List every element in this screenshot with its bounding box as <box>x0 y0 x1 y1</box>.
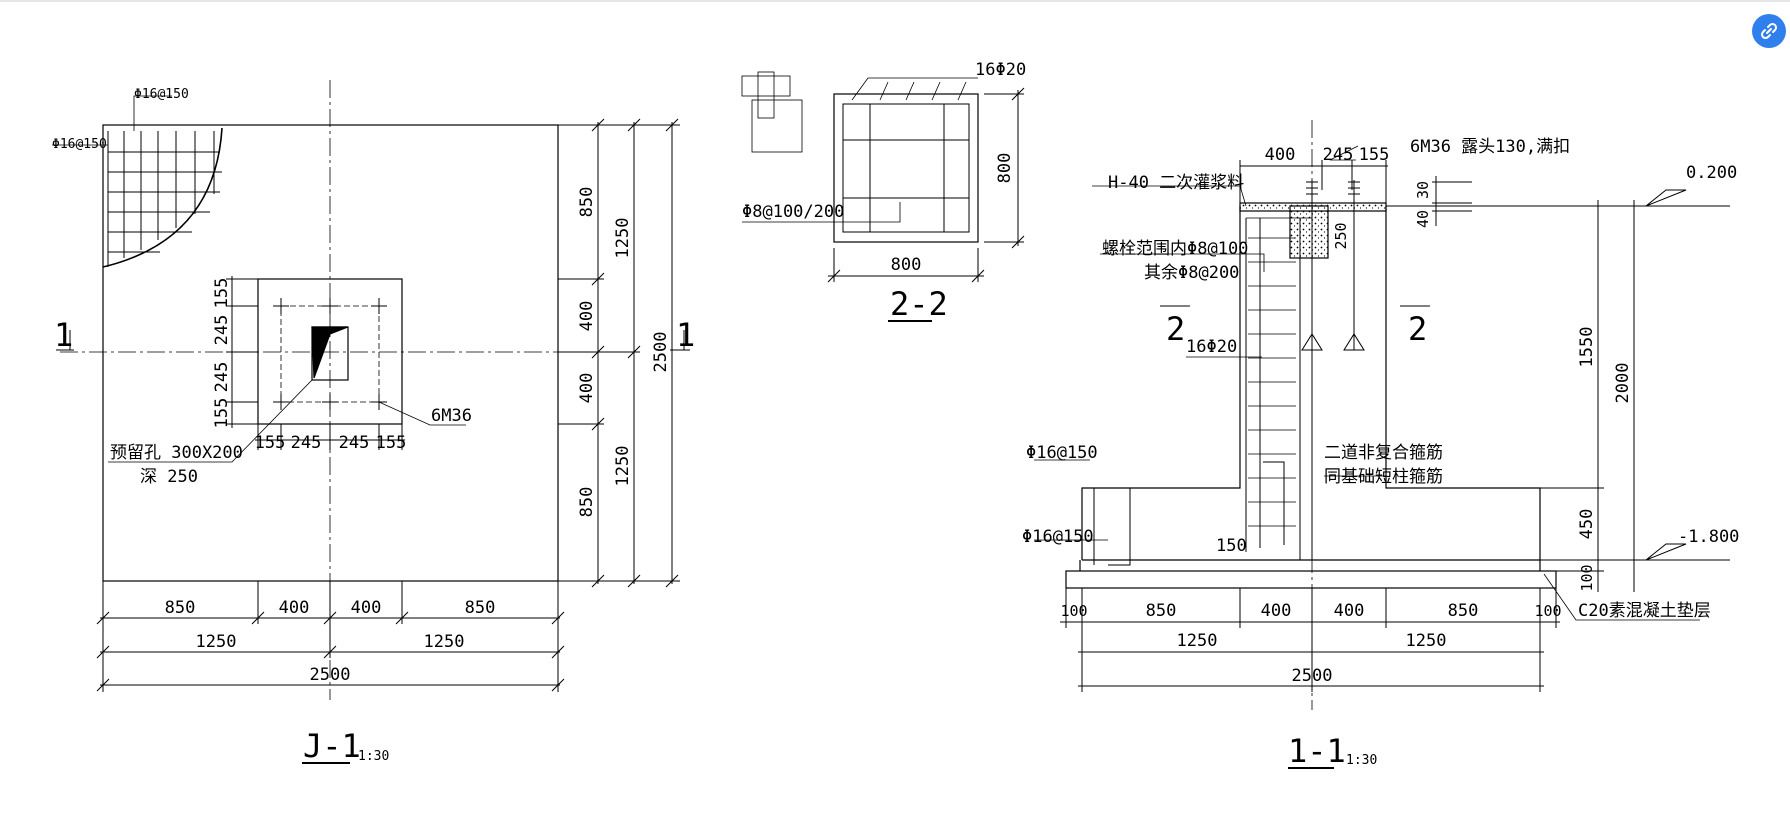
svg-text:850: 850 <box>577 187 597 218</box>
s11-base-rebar-bottom: Φ16@150 <box>1022 527 1094 547</box>
svg-text:850: 850 <box>1146 601 1177 621</box>
svg-text:245: 245 <box>1323 145 1354 165</box>
svg-text:100: 100 <box>1578 564 1596 591</box>
s22-stirrups: Φ8@100/200 <box>742 202 844 222</box>
svg-text:850: 850 <box>465 598 496 618</box>
svg-text:100: 100 <box>1060 602 1087 620</box>
svg-text:1250: 1250 <box>196 632 237 652</box>
svg-text:2500: 2500 <box>310 665 351 685</box>
svg-text:1250: 1250 <box>613 218 633 259</box>
pedestal-left-edge <box>1081 206 1241 560</box>
svg-text:155: 155 <box>212 278 232 309</box>
plan-dims-bottom: 850 400 400 850 1250 1250 2500 <box>165 598 496 685</box>
plan-view <box>52 80 690 764</box>
svg-text:400: 400 <box>1265 145 1296 165</box>
s11-hook-note-1: 二道非复合箍筋 <box>1324 443 1443 463</box>
plan-rebar-left: Φ16@150 <box>52 137 107 152</box>
s11-bottom-dims: 100 850 400 400 850 100 1250 1250 2500 <box>1060 601 1561 686</box>
s11-long-bars: 16Φ20 <box>1186 337 1237 357</box>
svg-text:100: 100 <box>1534 602 1561 620</box>
plan-hole-size: 预留孔 300X200 <box>110 443 243 463</box>
stirrup-outer <box>842 103 970 233</box>
plan-scale: 1:30 <box>358 749 389 764</box>
svg-text:155: 155 <box>255 433 286 453</box>
plan-dims-right: 850 400 400 850 1250 1250 2500 <box>577 187 671 518</box>
s11-bolt-note: 6M36 露头130,满扣 <box>1410 137 1570 157</box>
column-section-outline <box>833 93 979 243</box>
cushion-layer <box>1065 570 1557 589</box>
link-icon <box>1760 22 1778 40</box>
svg-text:2500: 2500 <box>651 332 671 373</box>
svg-text:1250: 1250 <box>1177 631 1218 651</box>
share-button[interactable] <box>1752 14 1786 48</box>
s11-scale: 1:30 <box>1346 753 1377 768</box>
svg-text:1550: 1550 <box>1577 327 1597 368</box>
s11-bar-ext: 150 <box>1216 536 1247 556</box>
s11-grout: H-40 二次灌浆料 <box>1108 173 1244 193</box>
section-2-2 <box>741 71 1025 322</box>
s22-height: 800 <box>995 153 1015 184</box>
s11-elev-bottom: -1.800 <box>1678 527 1739 547</box>
svg-text:155: 155 <box>1359 145 1390 165</box>
svg-text:850: 850 <box>577 487 597 518</box>
svg-text:400: 400 <box>279 598 310 618</box>
s22-long-bars: 16Φ20 <box>975 60 1026 80</box>
svg-text:40: 40 <box>1414 210 1432 228</box>
s11-cut-mark-right: 2 <box>1408 310 1427 348</box>
svg-text:1250: 1250 <box>613 446 633 487</box>
s22-title: 2-2 <box>890 285 948 323</box>
plan-title: J-1 <box>303 727 361 765</box>
section-1-1 <box>1034 120 1730 769</box>
s11-base-rebar-top: Φ16@150 <box>1026 443 1098 463</box>
s11-top-dims: 400 245 155 30 40 250 <box>1265 145 1432 250</box>
svg-text:30: 30 <box>1414 181 1432 199</box>
svg-text:155: 155 <box>376 433 407 453</box>
svg-text:1250: 1250 <box>1406 631 1447 651</box>
s11-title: 1-1 <box>1288 732 1346 770</box>
top-bar <box>0 0 1790 2</box>
svg-text:245: 245 <box>212 362 232 393</box>
svg-text:400: 400 <box>351 598 382 618</box>
bolt-pocket <box>1289 205 1329 259</box>
svg-text:2000: 2000 <box>1613 363 1633 404</box>
svg-text:850: 850 <box>165 598 196 618</box>
rebar-corner-mesh <box>102 127 223 268</box>
hole-hatch <box>311 326 349 379</box>
s11-hook-note-2: 同基础短柱箍筋 <box>1324 467 1443 487</box>
svg-text:400: 400 <box>1261 601 1292 621</box>
svg-text:2500: 2500 <box>1292 666 1333 686</box>
svg-text:400: 400 <box>1334 601 1365 621</box>
svg-text:850: 850 <box>1448 601 1479 621</box>
svg-text:450: 450 <box>1577 509 1597 540</box>
plan-bolt-label: 6M36 <box>431 406 472 426</box>
s11-cushion: C20素混凝土垫层 <box>1578 601 1711 621</box>
stirrup-inner <box>843 104 969 232</box>
s11-stirrup-note-1: 螺栓范围内Φ8@100 <box>1102 239 1248 259</box>
s11-elev-top: 0.200 <box>1686 163 1737 183</box>
s11-right-dims: 1550 450 100 2000 <box>1577 327 1633 592</box>
s22-width: 800 <box>891 255 922 275</box>
foundation-outline <box>102 124 559 582</box>
plan-dims-left: 155 245 245 155 <box>212 278 232 429</box>
anchor-bolts-section <box>1301 180 1365 351</box>
stirrup-leader <box>742 202 901 223</box>
pedestal-right-edge <box>1385 206 1541 560</box>
svg-text:400: 400 <box>577 301 597 332</box>
plan-dims-bottom-inner: 155 245 245 155 <box>255 433 407 453</box>
plan-rebar-top: Φ16@150 <box>134 87 189 102</box>
plan-hole-depth: 深 250 <box>140 467 198 487</box>
svg-text:400: 400 <box>577 373 597 404</box>
svg-text:1250: 1250 <box>424 632 465 652</box>
svg-text:245: 245 <box>291 433 322 453</box>
svg-text:155: 155 <box>212 398 232 429</box>
long-bar-leader <box>851 77 978 101</box>
svg-text:245: 245 <box>339 433 370 453</box>
plan-section-mark-left: 1 <box>54 316 73 354</box>
s11-cut-mark-left: 2 <box>1166 310 1185 348</box>
svg-text:250: 250 <box>1332 222 1350 249</box>
svg-text:245: 245 <box>212 315 232 346</box>
plan-section-mark-right: 1 <box>676 316 695 354</box>
s11-stirrup-note-2: 其余Φ8@200 <box>1144 263 1239 283</box>
